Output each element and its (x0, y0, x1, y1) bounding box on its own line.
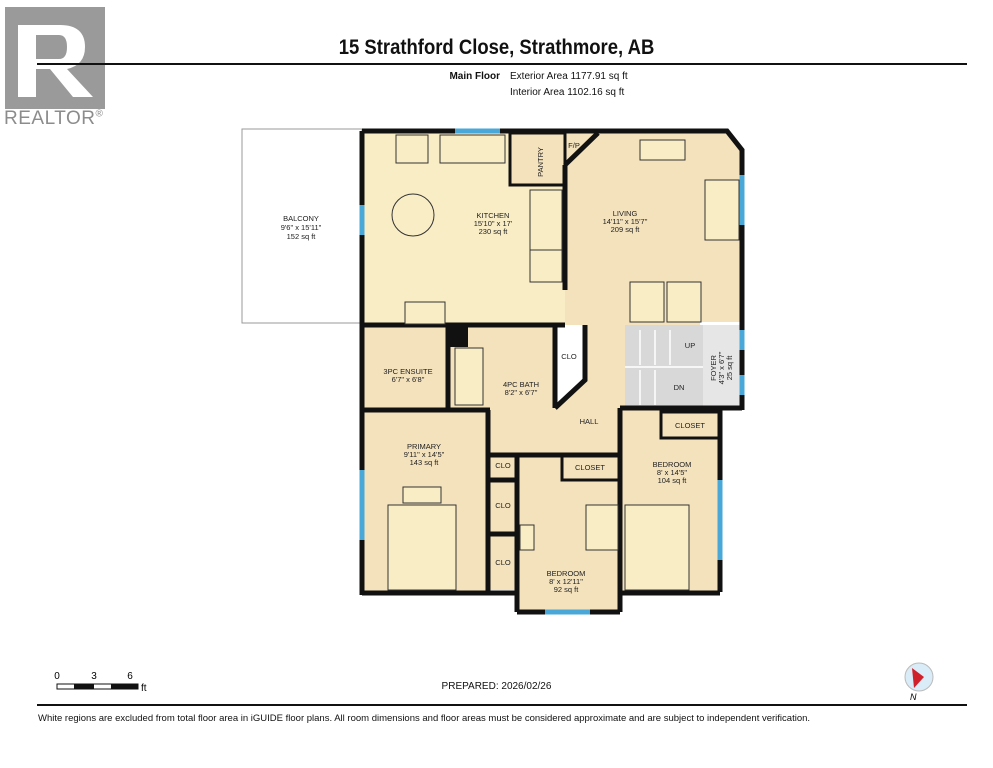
balcony-label: BALCONY (283, 214, 319, 223)
page-title: 15 Strathford Close, Strathmore, AB (338, 36, 655, 59)
foyer-label: FOYER (709, 355, 718, 381)
foyer-dims: 4'3" x 6'7" (717, 351, 726, 384)
stairs-up-label: UP (685, 341, 695, 350)
floor-label: Main Floor (449, 71, 500, 82)
bedroom-mid-area-text: 92 sq ft (554, 585, 580, 594)
clo1-label: CLO (495, 461, 511, 470)
dining-table (391, 193, 435, 237)
living-label: LIVING (613, 209, 638, 218)
scale-tick-0: 0 (54, 671, 60, 682)
balcony-dims: 9'6" x 15'11" (281, 223, 322, 232)
clo2-label: CLO (495, 501, 511, 510)
disclaimer: White regions are excluded from total fl… (38, 713, 811, 724)
foyer-area-text: 25 sq ft (725, 355, 734, 381)
fp-label: F/P (568, 141, 580, 150)
stair-treads (625, 330, 703, 405)
compass-label: N (910, 692, 917, 702)
prepared-date: PREPARED: 2026/02/26 (441, 681, 552, 692)
primary-area-text: 143 sq ft (410, 458, 440, 467)
pantry-label: PANTRY (536, 147, 545, 177)
bedroom-mid-dims: 8' x 12'11" (549, 577, 583, 586)
closet-mid-label: CLOSET (575, 463, 605, 472)
stairs-dn-label: DN (674, 383, 685, 392)
ensuite-label: 3PC ENSUITE (383, 367, 432, 376)
realtor-logo-text: REALTOR® (4, 108, 104, 129)
wall-column (450, 325, 468, 347)
hall-label: HALL (580, 417, 599, 426)
bedroom-right-dims: 8' x 14'5" (657, 468, 687, 477)
closet-right-label: CLOSET (675, 421, 705, 430)
kitchen-area-text: 230 sq ft (479, 227, 509, 236)
clo-hall-label: CLO (561, 352, 577, 361)
clo3-label: CLO (495, 558, 511, 567)
bedroom-mid-label: BEDROOM (547, 569, 586, 578)
bedroom-right-label: BEDROOM (653, 460, 692, 469)
bath-label: 4PC BATH (503, 380, 539, 389)
foyer-area (703, 325, 741, 410)
furniture (387, 134, 740, 591)
clo3-area (489, 536, 516, 590)
compass-icon: N (904, 662, 934, 702)
balcony-area-text: 152 sq ft (287, 232, 317, 241)
scale-tick-6: 6 (127, 671, 133, 682)
header-divider (37, 63, 967, 65)
ensuite-area (364, 325, 448, 410)
interior-area: Interior Area 1102.16 sq ft (510, 87, 625, 98)
footer-divider (37, 704, 967, 706)
scale-tick-3: 3 (91, 671, 97, 682)
scale-bar: 0 3 6 ft (54, 671, 147, 694)
exterior-area: Exterior Area 1177.91 sq ft (510, 71, 628, 82)
primary-dims: 9'11" x 14'5" (404, 450, 445, 459)
living-dims: 14'11" x 15'7" (603, 217, 648, 226)
scale-unit: ft (141, 683, 147, 694)
primary-label: PRIMARY (407, 442, 441, 451)
realtor-logo (5, 7, 105, 109)
bedroom-right-area-text: 104 sq ft (658, 476, 688, 485)
clo2-area (489, 482, 516, 532)
bath-dims: 8'2" x 6'7" (505, 388, 538, 397)
ensuite-dims: 6'7" x 6'8" (392, 375, 425, 384)
living-area-text: 209 sq ft (611, 225, 641, 234)
pantry-area (508, 131, 567, 187)
kitchen-dims: 15'10" x 17' (474, 219, 513, 228)
kitchen-label: KITCHEN (477, 211, 510, 220)
windows (359, 128, 745, 615)
